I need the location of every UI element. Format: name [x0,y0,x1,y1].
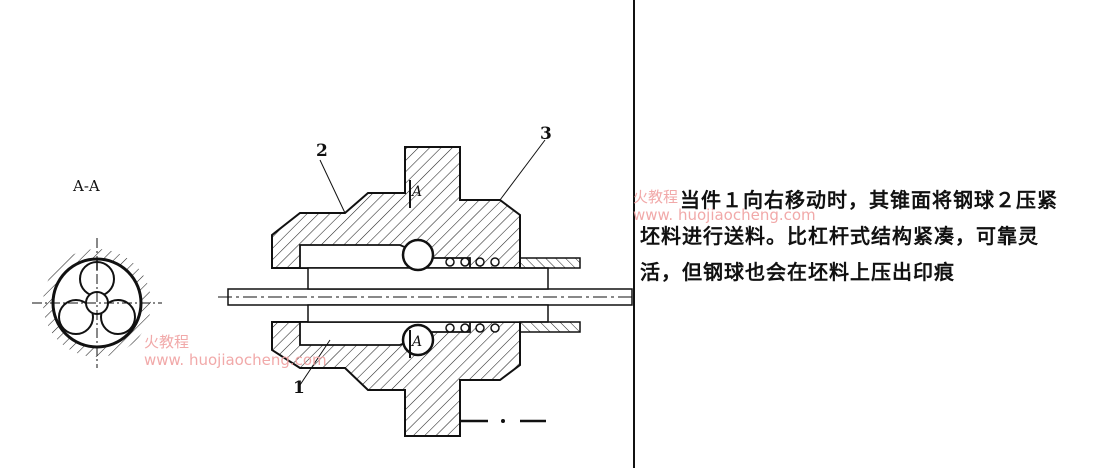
caption-line: 活，但钢球也会在坯料上压出印痕 [640,260,955,284]
part-label-1: 1 [293,378,305,398]
watermark-line: 火教程 [633,188,679,206]
caption-text: 当件１向右移动时，其锥面将钢球２压紧 坯料进行送料。比杠杆式结构紧凑，可靠灵 活… [640,182,1110,290]
watermark-line: www. huojiaocheng.com [144,351,327,369]
part-label-3: 3 [540,124,552,144]
watermark-line: 火教程 [144,333,190,351]
watermark: 火教程 www. huojiaocheng.com [144,333,327,369]
section-mark-bottom: A [412,334,423,350]
view-label: A-A [73,177,100,195]
column-divider [633,0,635,468]
watermark: 火教程 www. huojiaocheng.com [633,188,816,224]
caption-line: 当件１向右移动时，其锥面将钢球２压紧 [680,188,1058,212]
section-mark-top: A [412,184,423,200]
main-section [218,139,633,437]
mechanism-drawing [32,139,633,437]
caption-line: 坯料进行送料。比杠杆式结构紧凑，可靠灵 [640,224,1039,248]
watermark-line: www. huojiaocheng.com [633,206,816,224]
section-view [32,238,162,368]
part-label-2: 2 [316,141,328,161]
